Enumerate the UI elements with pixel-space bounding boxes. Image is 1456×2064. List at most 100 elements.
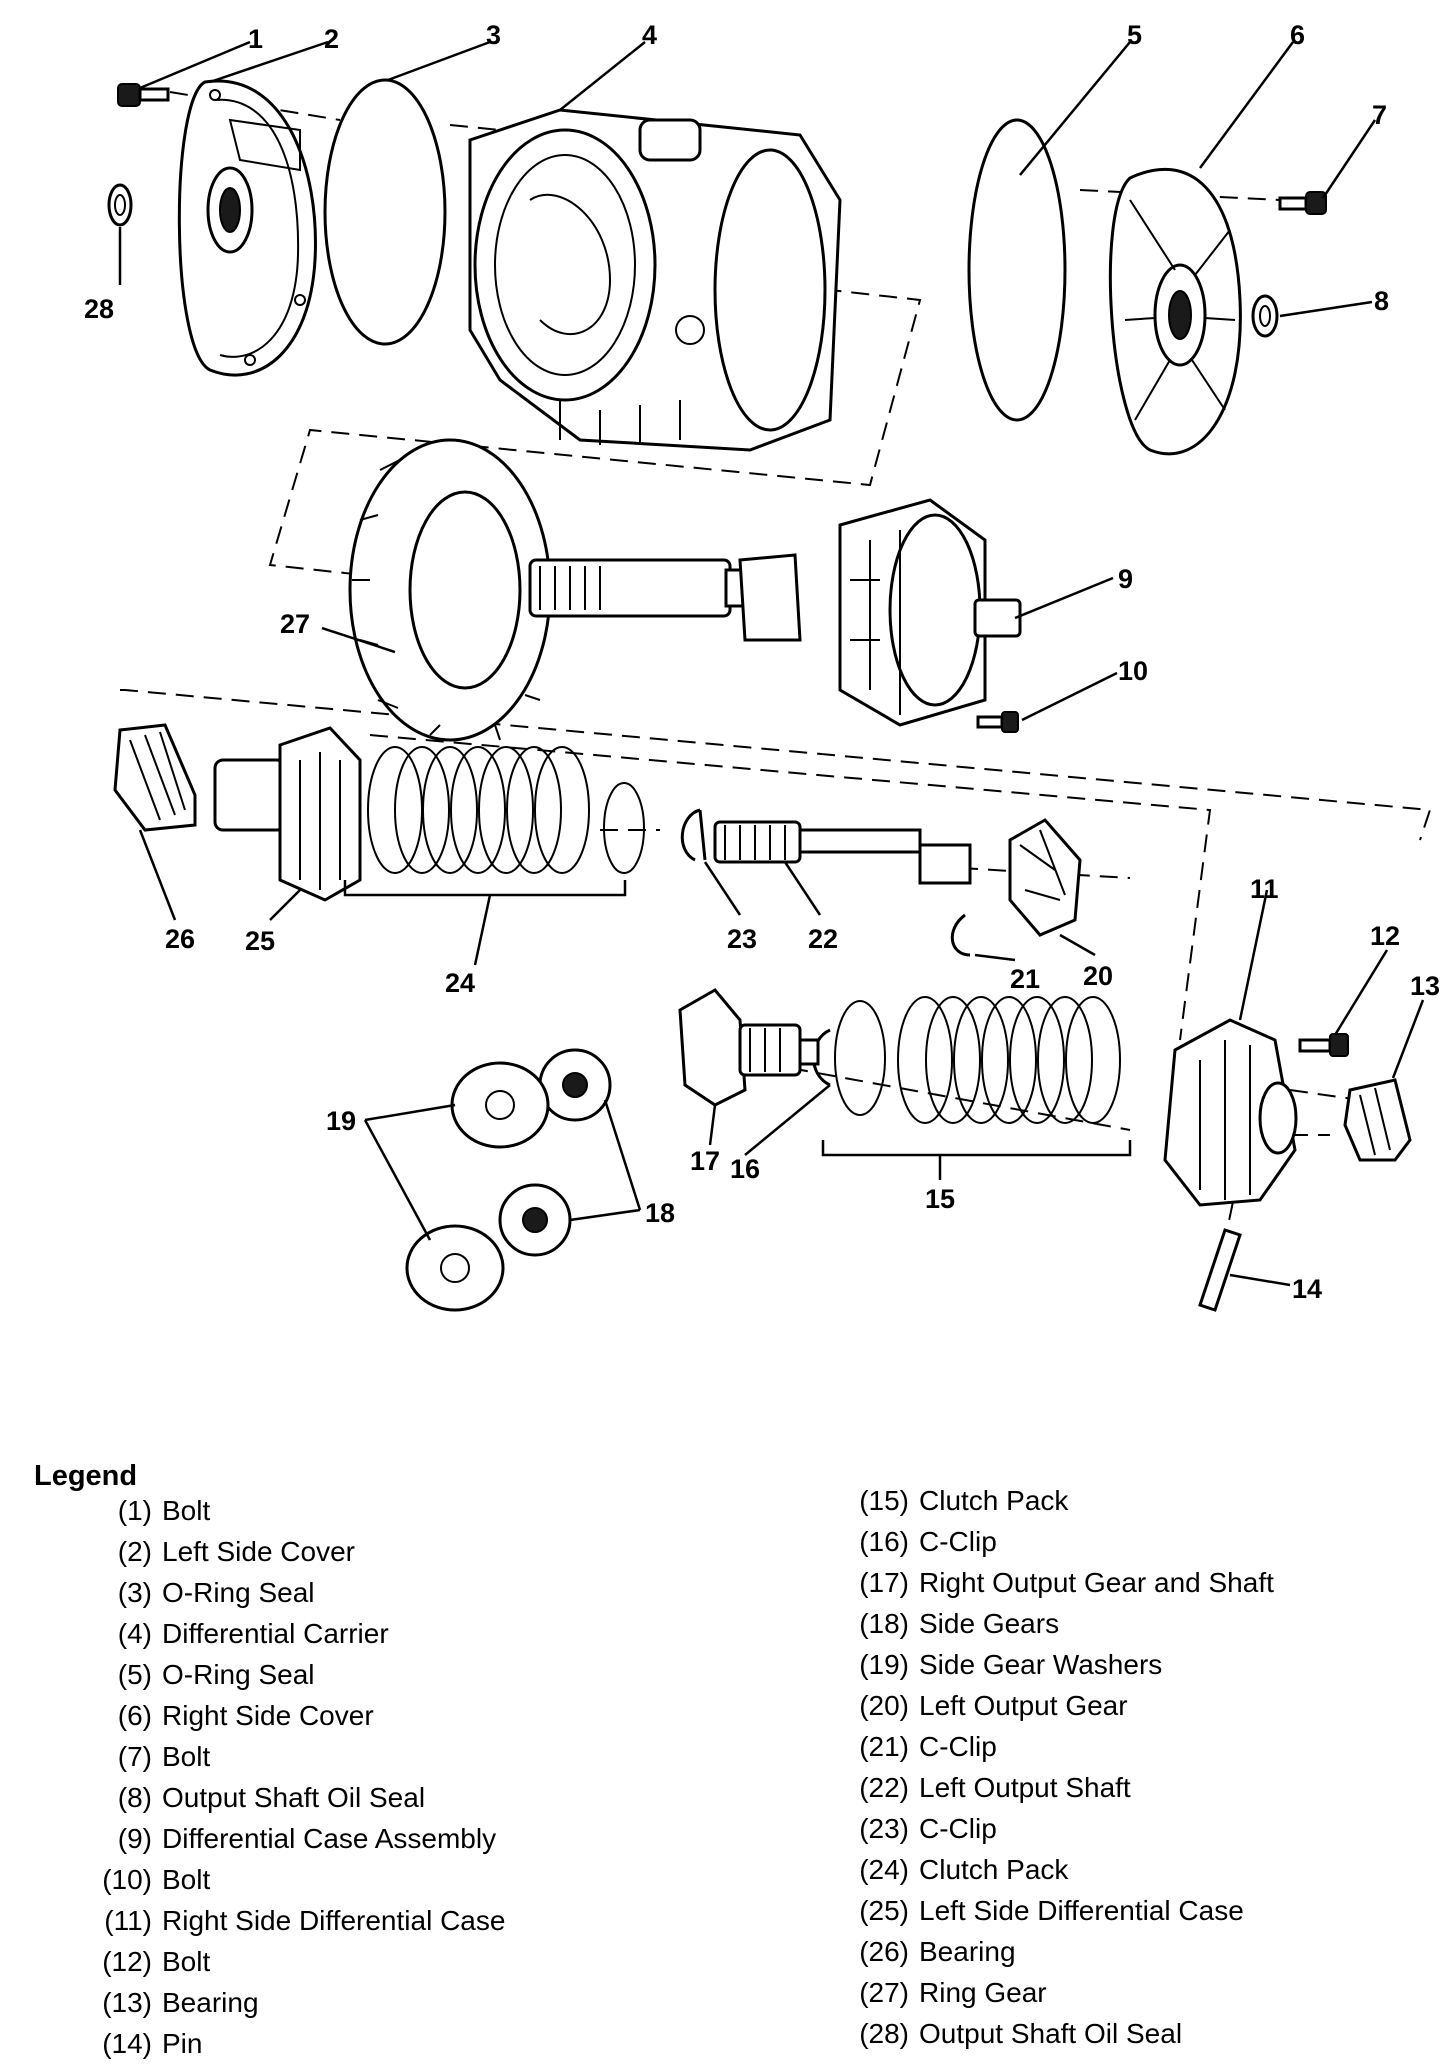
legend-item: (23) C-Clip (845, 1808, 1274, 1849)
left-side-cover-2-part (177, 79, 317, 377)
legend-item-label: O-Ring Seal (162, 1659, 315, 1690)
legend-item-number: (20) (859, 1690, 909, 1721)
callout-21: 21 (1010, 964, 1040, 994)
legend-item-number: (27) (859, 1977, 909, 2008)
legend-item-label: Left Output Shaft (919, 1772, 1131, 1803)
callout-18: 18 (645, 1198, 675, 1228)
callout-6: 6 (1290, 20, 1305, 50)
legend-item: (21) C-Clip (845, 1726, 1274, 1767)
legend-item: (2)Left Side Cover (88, 1531, 505, 1572)
legend-item-number: (15) (859, 1485, 909, 1516)
callout-13: 13 (1410, 971, 1440, 1001)
legend-item-number: (17) (859, 1567, 909, 1598)
legend-item-label: C-Clip (919, 1526, 997, 1557)
legend-item-label: Clutch Pack (919, 1485, 1069, 1516)
legend-item-number: (13) (102, 1987, 152, 2018)
c-clip-21-part (950, 913, 971, 957)
legend-item-label: Differential Case Assembly (162, 1823, 497, 1854)
legend-item-number: (11) (104, 1905, 152, 1936)
legend-item-label: Right Side Cover (162, 1700, 374, 1731)
legend-item: (4)Differential Carrier (88, 1613, 505, 1654)
clutch-pack-24-part (343, 746, 645, 897)
side-gear-washers-19-part (405, 1061, 550, 1312)
legend-item: (1)Bolt (88, 1490, 505, 1531)
legend-item-number: (9) (117, 1823, 152, 1854)
legend-item: (6)Right Side Cover (88, 1695, 505, 1736)
right-side-differential-case-11-part (1163, 1018, 1298, 1207)
callout-4: 4 (642, 20, 657, 50)
callout-28: 28 (84, 294, 114, 324)
leader-lines (118, 40, 1425, 1287)
legend-item: (16) C-Clip (845, 1521, 1274, 1562)
legend-item: (20) Left Output Gear (845, 1685, 1274, 1726)
bearing-13-part (1343, 1078, 1412, 1162)
legend-item-label: Output Shaft Oil Seal (919, 2018, 1183, 2049)
legend-item-number: (28) (859, 2018, 909, 2049)
legend-item-number: (3) (117, 1577, 152, 1608)
legend-item-number: (10) (102, 1864, 152, 1895)
callout-15: 15 (925, 1184, 955, 1214)
output-shaft-oil-seal-8-part (1251, 294, 1279, 338)
exploded-parts-diagram: 1 2 3 4 5 6 7 8 9 10 11 12 13 14 15 16 1… (84, 20, 1440, 1312)
legend-item-number: (16) (859, 1526, 909, 1557)
callout-23: 23 (727, 924, 757, 954)
legend-item-number: (5) (117, 1659, 152, 1690)
legend-item-number: (22) (859, 1772, 909, 1803)
callout-2: 2 (324, 24, 339, 54)
callout-1: 1 (248, 24, 263, 54)
left-side-differential-case-25-part (213, 726, 362, 902)
legend-item-label: Bolt (162, 1946, 211, 1977)
legend-item-number: (26) (859, 1936, 909, 1967)
legend-item-number: (23) (859, 1813, 909, 1844)
legend-item: (11)Right Side Differential Case (88, 1900, 505, 1941)
legend-item-label: Bearing (162, 1987, 259, 2018)
legend-item-label: C-Clip (919, 1731, 997, 1762)
legend-item-number: (21) (859, 1731, 909, 1762)
legend-item-number: (18) (859, 1608, 909, 1639)
bearing-26-part (113, 723, 197, 832)
legend-item: (18) Side Gears (845, 1603, 1274, 1644)
left-output-shaft-22-part (713, 820, 972, 885)
legend-item-label: Left Output Gear (919, 1690, 1128, 1721)
callout-10: 10 (1118, 656, 1148, 686)
ring-gear-27-part (348, 438, 552, 742)
legend-item: (10) Bolt (88, 1859, 505, 1900)
callout-12: 12 (1370, 921, 1400, 951)
clutch-pack-15-part (821, 996, 1132, 1157)
legend-item-number: (19) (859, 1649, 909, 1680)
differential-carrier-4-part (468, 108, 842, 452)
bolt-10-part (976, 711, 1019, 733)
legend-item-label: Clutch Pack (919, 1854, 1069, 1885)
legend-column-left: (1)Bolt (2)Left Side Cover (3)O-Ring Sea… (88, 1490, 505, 2064)
legend-item: (13) Bearing (88, 1982, 505, 2023)
callout-5: 5 (1127, 20, 1142, 50)
legend-item: (24) Clutch Pack (845, 1849, 1274, 1890)
legend-item-number: (2) (117, 1536, 152, 1567)
o-ring-seal-5-part (967, 118, 1067, 422)
callout-16: 16 (730, 1154, 760, 1184)
callout-labels: 1 2 3 4 5 6 7 8 9 10 11 12 13 14 15 16 1… (84, 20, 1440, 1304)
legend: Legend (1)Bolt (2)Left Side Cover (3)O-R… (0, 1440, 1456, 2059)
callout-14: 14 (1292, 1274, 1322, 1304)
legend-item-number: (8) (117, 1782, 152, 1813)
callout-11: 11 (1250, 874, 1279, 904)
legend-item: (3)O-Ring Seal (88, 1572, 505, 1613)
legend-item-label: Bolt (162, 1864, 211, 1895)
legend-item: (9) Differential Case Assembly (88, 1818, 505, 1859)
legend-item-label: Side Gears (919, 1608, 1060, 1639)
callout-3: 3 (486, 20, 501, 50)
callout-9: 9 (1118, 564, 1133, 594)
callout-22: 22 (808, 924, 838, 954)
legend-item-label: Side Gear Washers (919, 1649, 1163, 1680)
callout-24: 24 (445, 968, 475, 998)
legend-item: (19) Side Gear Washers (845, 1644, 1274, 1685)
o-ring-seal-3-part (323, 78, 447, 346)
legend-item-label: Ring Gear (919, 1977, 1047, 2008)
legend-item-label: C-Clip (919, 1813, 997, 1844)
legend-item: (5) O-Ring Seal (88, 1654, 505, 1695)
legend-column-right: (15)Clutch Pack (16)C-Clip (17)Right Out… (845, 1480, 1274, 2054)
right-side-cover-6-part (1108, 167, 1242, 456)
callout-7: 7 (1372, 100, 1387, 130)
legend-item-number: (24) (859, 1854, 909, 1885)
bolt-12-part (1298, 1033, 1349, 1057)
